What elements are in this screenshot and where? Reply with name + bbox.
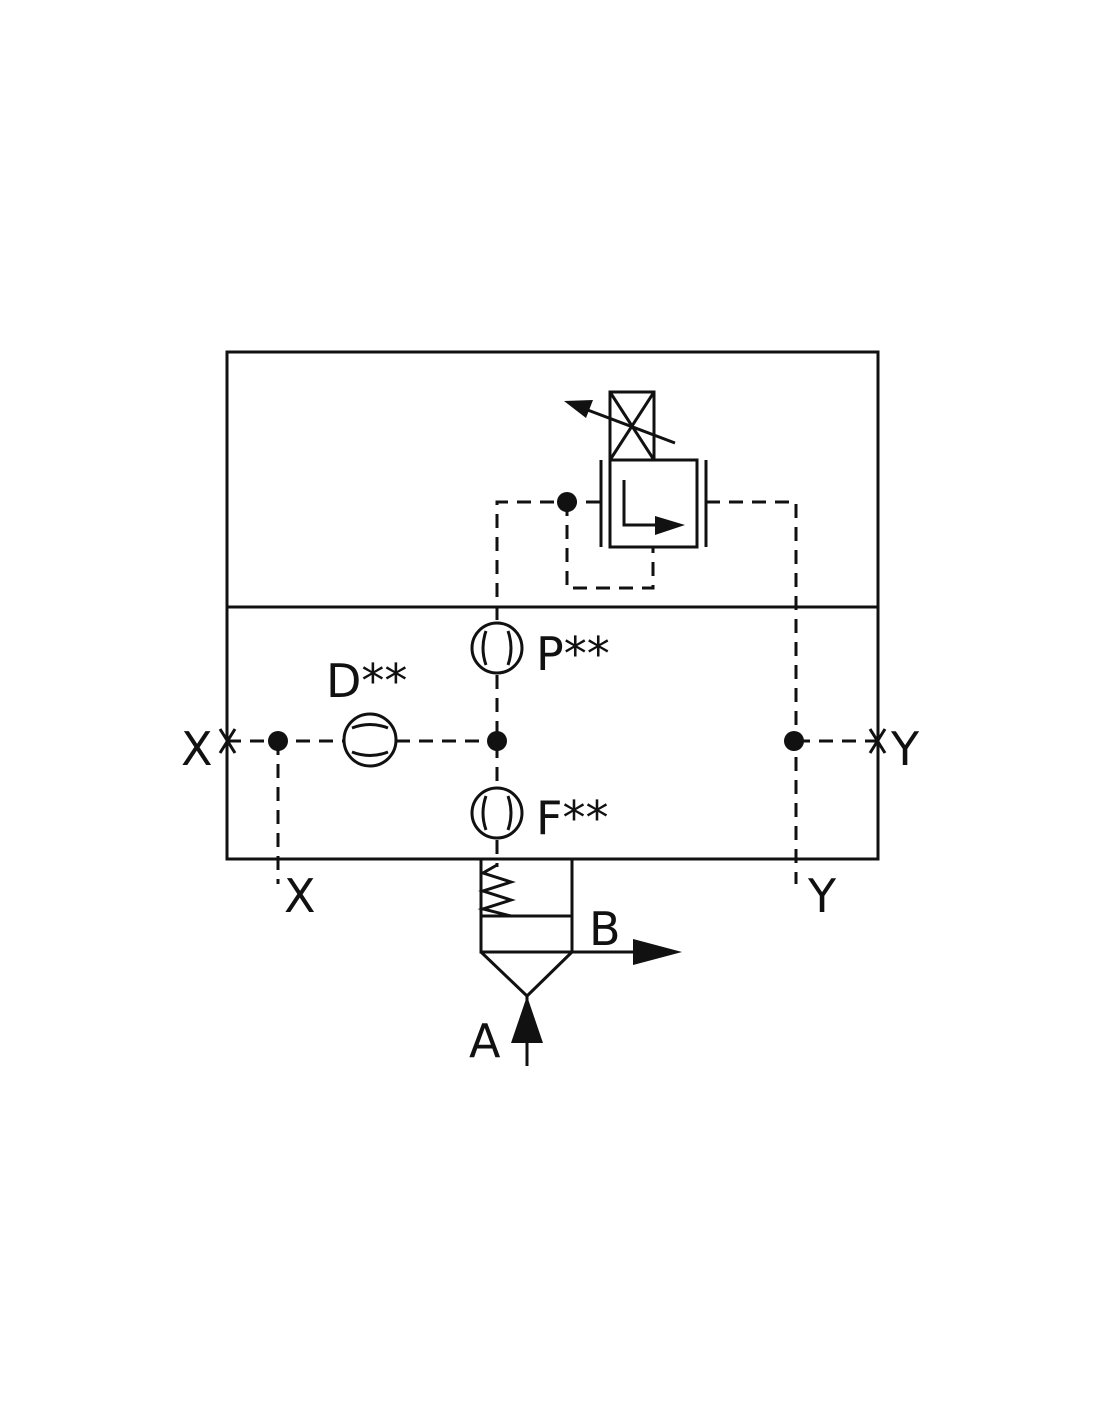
label-d-orifice: D** bbox=[326, 654, 407, 708]
label-p-orifice: P** bbox=[536, 627, 610, 681]
pilot-relief-valve bbox=[564, 390, 708, 549]
main-cartridge-valve bbox=[477, 859, 682, 1066]
port-x-plug bbox=[218, 728, 237, 754]
port-b-arrow bbox=[633, 939, 682, 965]
spring-icon bbox=[477, 863, 516, 918]
flow-path-line bbox=[622, 480, 660, 527]
cartridge-body bbox=[479, 859, 574, 954]
orifice-d bbox=[342, 712, 398, 768]
label-y-port: Y bbox=[807, 869, 837, 923]
orifice-f bbox=[470, 786, 524, 840]
label-port-b: B bbox=[589, 902, 621, 956]
orifice-p bbox=[470, 621, 524, 675]
label-y-right: Y bbox=[890, 722, 920, 776]
drain-line-y bbox=[706, 500, 798, 884]
pilot-line-p bbox=[495, 500, 601, 620]
label-f-orifice: F** bbox=[536, 791, 608, 845]
label-port-a: A bbox=[469, 1014, 501, 1068]
pilot-feedback-line bbox=[565, 502, 655, 590]
junction-y bbox=[784, 731, 804, 751]
junction-center bbox=[487, 731, 507, 751]
variable-arrow-shaft bbox=[584, 407, 676, 445]
variable-arrow-head bbox=[564, 400, 593, 418]
flow-arrow-head bbox=[655, 516, 685, 535]
label-x-port: X bbox=[284, 869, 316, 923]
poppet-seat bbox=[479, 950, 574, 999]
port-y-plug bbox=[868, 728, 887, 754]
port-a-arrow bbox=[511, 996, 543, 1043]
junction-pilot bbox=[557, 492, 577, 512]
label-x-left: X bbox=[181, 722, 213, 776]
